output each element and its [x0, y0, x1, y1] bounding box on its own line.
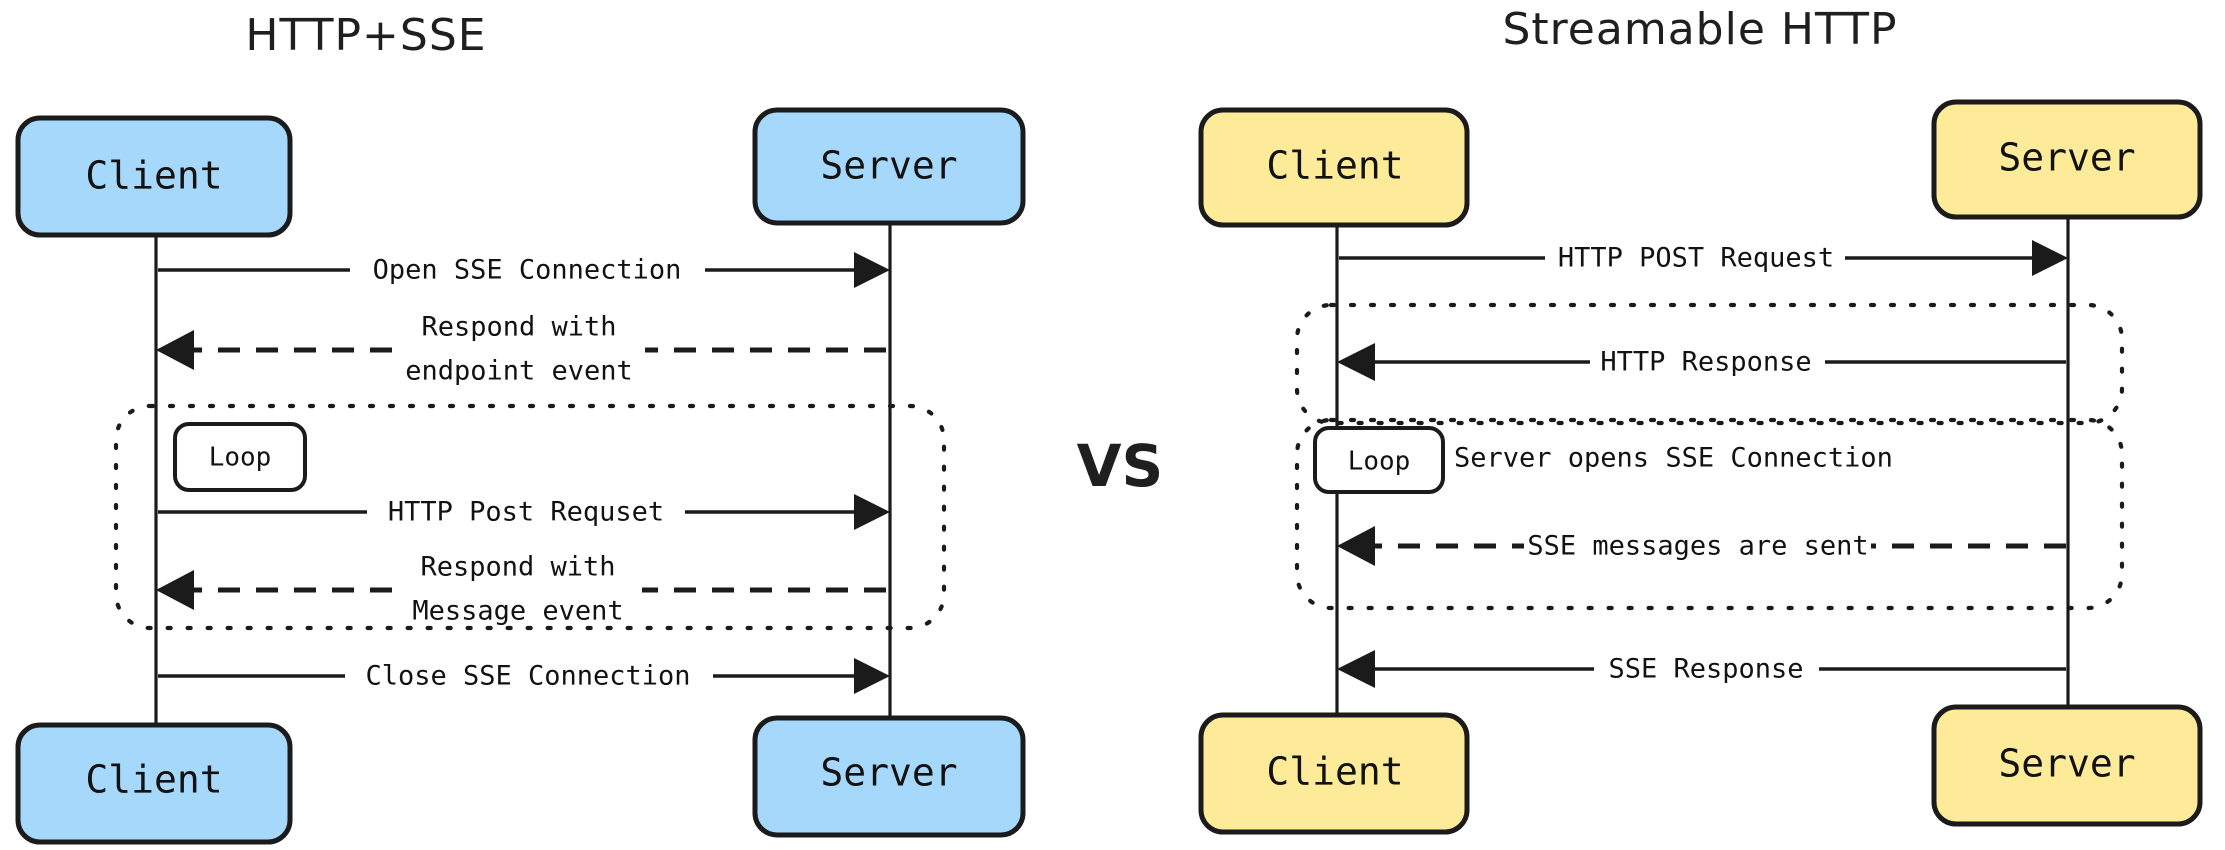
region-border-http-response-right: [1294, 302, 2125, 426]
actor-box-client-top-left[interactable]: [15, 115, 293, 238]
message-sse-messages-are-sent: SSE messages are sent: [1337, 526, 2066, 566]
actor-box-server-top-right[interactable]: [1931, 99, 2203, 220]
loop-label-right: Loop: [1348, 447, 1411, 477]
label-bg-http-response: [1590, 344, 1825, 380]
label-bg-respond-message-event: [392, 572, 642, 608]
diagram-title-streamable-http: Streamable HTTP: [1503, 4, 1898, 55]
actor-client-top-right[interactable]: Client: [1198, 107, 1470, 228]
actor-box-client-top-right[interactable]: [1198, 107, 1470, 228]
arrowhead-open-sse-connection: [854, 252, 890, 288]
arrowhead-http-post-request: [2032, 240, 2068, 276]
actor-label-server-bottom-left: Server: [820, 751, 957, 795]
message-http-post-request: HTTP POST Request: [1339, 240, 2068, 276]
actor-server-top-left[interactable]: Server: [752, 107, 1026, 226]
diagram-title-http-sse: HTTP+SSE: [245, 10, 486, 61]
arrowhead-http-post-requset: [854, 494, 890, 530]
actor-box-client-bottom-right[interactable]: [1198, 712, 1470, 835]
message-http-response: HTTP Response: [1337, 343, 2066, 381]
loop-label-left: Loop: [209, 443, 272, 473]
loop-region-right: Loop Server opens SSE Connection: [1294, 417, 2125, 611]
message-respond-endpoint-event: Respond with endpoint event: [156, 312, 886, 387]
message-http-post-requset: HTTP Post Requset: [158, 494, 890, 530]
message-close-sse-connection: Close SSE Connection: [158, 658, 890, 694]
actor-box-server-bottom-right[interactable]: [1931, 704, 2203, 827]
diagram-streamable-http: Streamable HTTP Client Server HTTP POST …: [1198, 4, 2203, 835]
message-label-sse-messages-are-sent: SSE messages are sent: [1527, 531, 1868, 562]
message-open-sse-connection: Open SSE Connection: [158, 252, 890, 288]
diagram-http-sse: HTTP+SSE Client Server Open SSE Connecti…: [15, 10, 1026, 845]
message-label-respond-endpoint-event-line1: Respond with: [421, 312, 616, 343]
message-label-http-post-request: HTTP POST Request: [1558, 243, 1834, 274]
message-respond-message-event: Respond with Message event: [156, 552, 886, 627]
actor-label-server-top-right: Server: [1998, 136, 2135, 180]
loop-note-right: Server opens SSE Connection: [1454, 443, 1893, 474]
label-bg-close-sse-connection: [345, 658, 713, 694]
actor-box-server-bottom-left[interactable]: [752, 715, 1026, 838]
arrowhead-sse-response: [1337, 650, 1375, 688]
message-label-respond-message-event-line2: Message event: [412, 596, 623, 627]
actor-label-client-top-right: Client: [1266, 144, 1403, 188]
actor-label-server-bottom-right: Server: [1998, 742, 2135, 786]
label-bg-open-sse-connection: [350, 252, 705, 288]
message-label-http-post-requset: HTTP Post Requset: [388, 497, 664, 528]
message-label-open-sse-connection: Open SSE Connection: [373, 255, 682, 286]
message-label-respond-endpoint-event-line2: endpoint event: [405, 356, 633, 387]
arrowhead-sse-messages-are-sent: [1337, 526, 1375, 566]
message-label-http-response: HTTP Response: [1600, 347, 1811, 378]
arrowhead-http-response: [1337, 343, 1375, 381]
loop-region-left: Loop: [113, 403, 947, 631]
actor-box-client-bottom-left[interactable]: [15, 722, 293, 845]
label-bg-sse-messages-are-sent: [1524, 528, 1871, 564]
actor-label-client-bottom-left: Client: [85, 758, 222, 802]
actor-label-server-top-left: Server: [820, 144, 957, 188]
message-label-sse-response: SSE Response: [1608, 654, 1803, 685]
actor-client-top-left[interactable]: Client: [15, 115, 293, 238]
actor-server-top-right[interactable]: Server: [1931, 99, 2203, 220]
actor-label-client-bottom-right: Client: [1266, 750, 1403, 794]
actor-client-bottom-right[interactable]: Client: [1198, 712, 1470, 835]
arrowhead-respond-message-event: [156, 570, 194, 610]
actor-server-bottom-left[interactable]: Server: [752, 715, 1026, 838]
arrowhead-close-sse-connection: [854, 658, 890, 694]
label-bg-http-post-request: [1545, 240, 1845, 276]
loop-region-border-right: [1294, 417, 2125, 611]
message-label-close-sse-connection: Close SSE Connection: [365, 661, 690, 692]
label-bg-respond-endpoint-event: [392, 332, 645, 368]
message-label-respond-message-event-line1: Respond with: [420, 552, 615, 583]
message-sse-response: SSE Response: [1337, 650, 2066, 688]
actor-client-bottom-left[interactable]: Client: [15, 722, 293, 845]
actor-label-client-top-left: Client: [85, 154, 222, 198]
region-http-response-right: [1294, 302, 2125, 426]
label-bg-http-post-requset: [367, 494, 685, 530]
loop-region-border-left: [113, 403, 947, 631]
actor-box-server-top-left[interactable]: [752, 107, 1026, 226]
label-bg-sse-response: [1594, 651, 1819, 687]
loop-label-box-left: [173, 422, 307, 492]
loop-label-box-right: [1313, 426, 1445, 494]
actor-server-bottom-right[interactable]: Server: [1931, 704, 2203, 827]
versus-label: VS: [1077, 432, 1164, 500]
arrowhead-respond-endpoint-event: [156, 330, 194, 370]
